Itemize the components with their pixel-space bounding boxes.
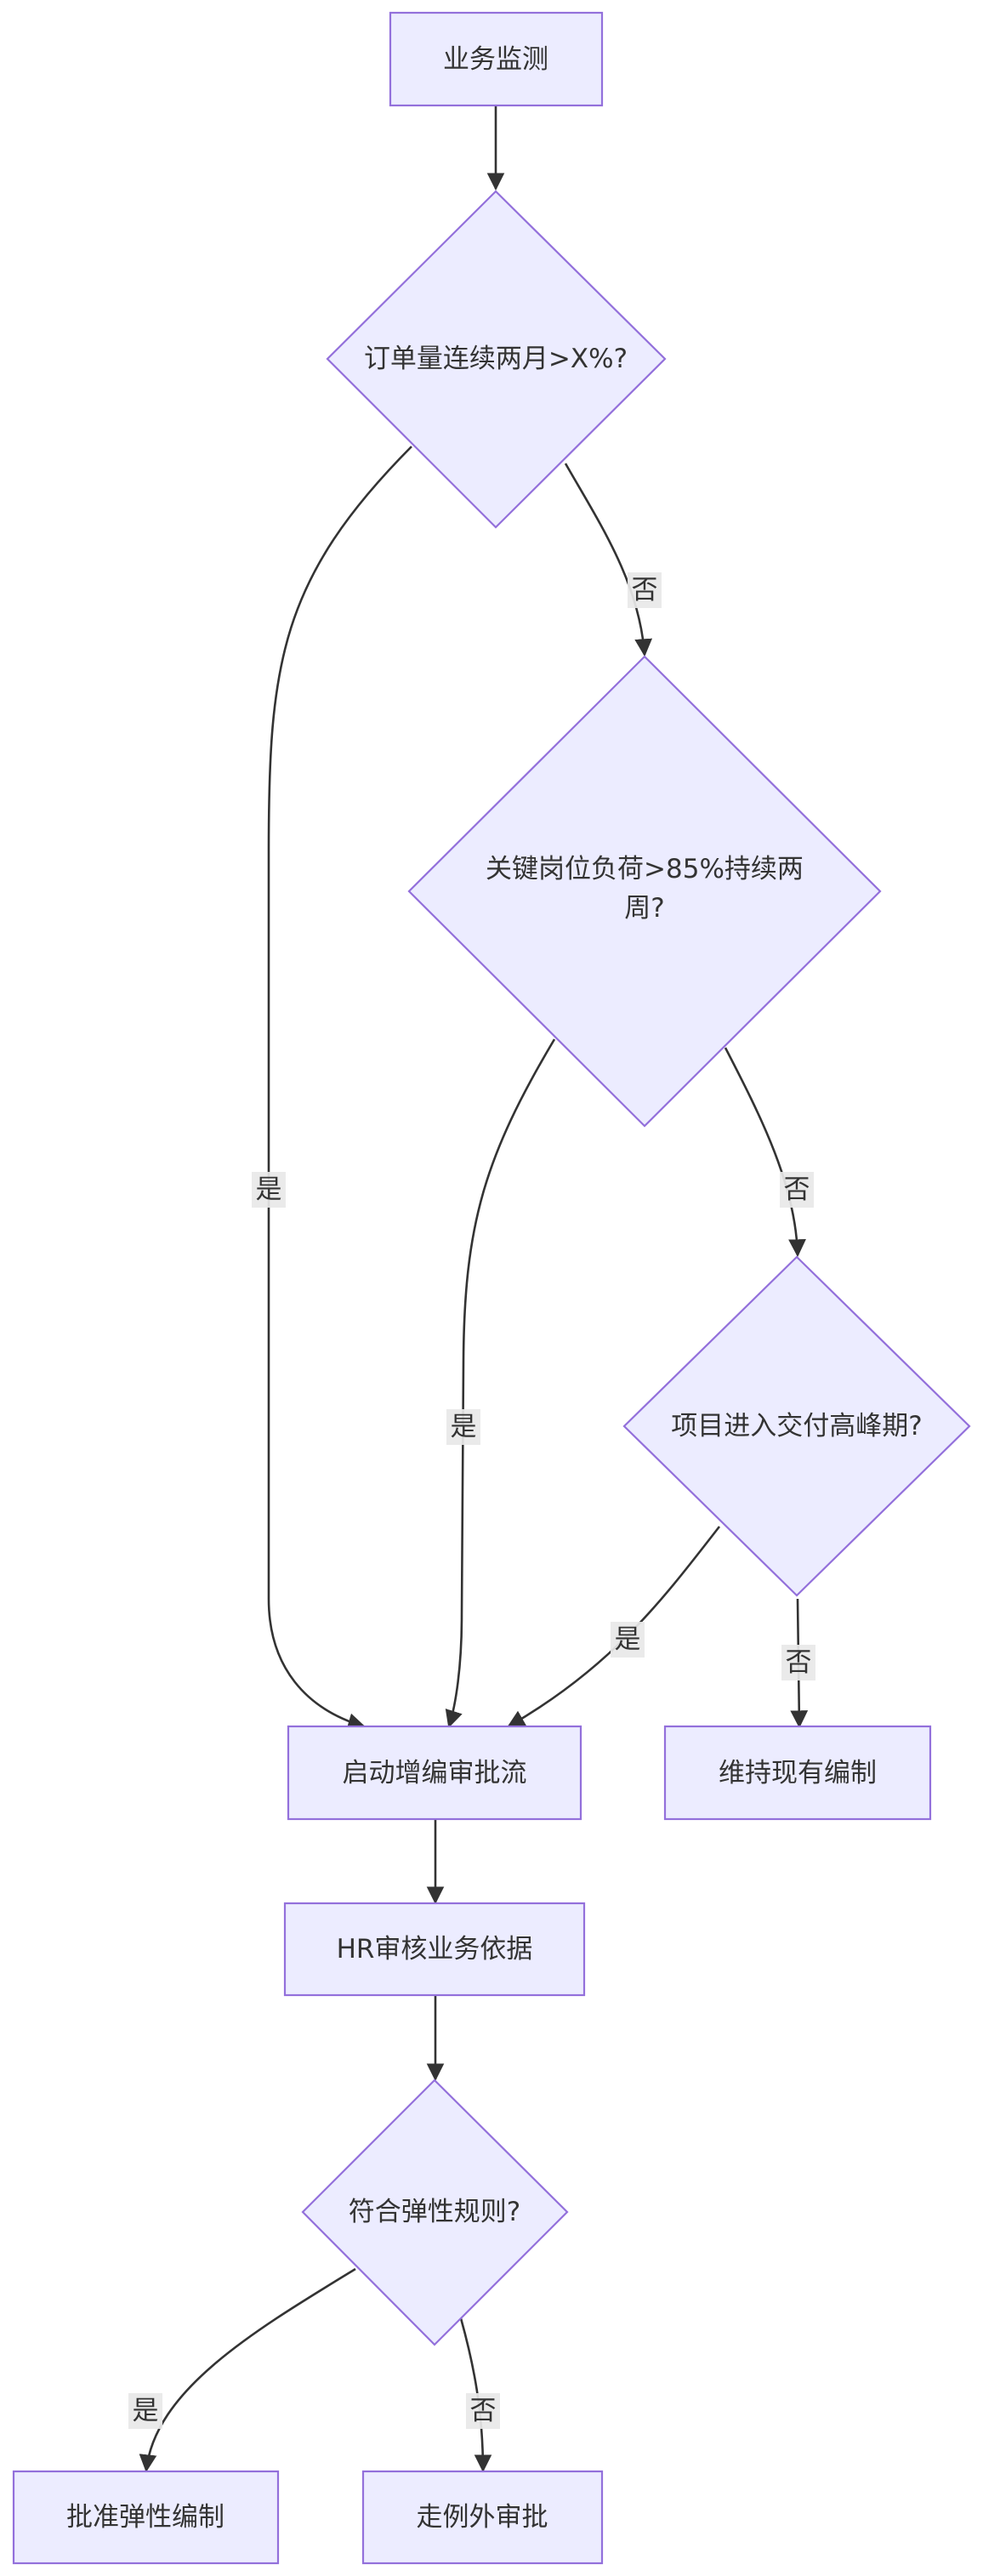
node-approve-flex-label: 批准弹性编制	[66, 2502, 224, 2533]
node-hr-review-label: HR审核业务依据	[337, 1934, 533, 1965]
edge-label-order-yes-text: 是	[256, 1174, 282, 1205]
edge-order-check-yes	[267, 446, 412, 1731]
edge-label-order-no: 否	[628, 572, 662, 608]
node-rule-check: 符合弹性规则?	[301, 2078, 569, 2346]
edge-label-load-no-text: 否	[784, 1174, 810, 1205]
edge-label-peak-no: 否	[781, 1645, 815, 1680]
node-order-check: 订单量连续两月>X%?	[326, 190, 667, 529]
node-keep-current: 维持现有编制	[663, 1725, 932, 1821]
edge-load-check-yes	[445, 1038, 556, 1728]
edge-label-load-no: 否	[780, 1172, 814, 1208]
edge-rule-check-yes	[139, 2267, 356, 2473]
node-load-check-label-line1: 关键岗位负荷>85%持续两	[486, 854, 804, 884]
edge-label-load-yes-text: 是	[451, 1412, 477, 1442]
node-exception-approval: 走例外审批	[361, 2470, 604, 2565]
edge-label-rule-no: 否	[466, 2393, 500, 2429]
edge-labels: 是 否 是 否 是 否 是 否	[128, 572, 815, 2429]
node-monitor-label: 业务监测	[443, 44, 548, 75]
edge-load-check-no	[724, 1047, 806, 1258]
node-order-check-label: 订单量连续两月>X%?	[364, 344, 628, 374]
edge-label-rule-yes: 是	[128, 2393, 162, 2429]
edge-label-peak-yes: 是	[611, 1622, 645, 1658]
node-rule-check-label: 符合弹性规则?	[349, 2197, 520, 2227]
edge-label-peak-no-text: 否	[786, 1647, 812, 1678]
edge-label-load-yes: 是	[446, 1409, 480, 1445]
node-load-check-label-line2: 周?	[624, 893, 664, 924]
node-hr-review: HR审核业务依据	[283, 1902, 586, 1997]
node-keep-current-label: 维持现有编制	[719, 1758, 877, 1788]
node-start-approval-label: 启动增编审批流	[343, 1758, 527, 1788]
node-approve-flex: 批准弹性编制	[12, 2470, 280, 2565]
node-peak-check-label: 项目进入交付高峰期?	[671, 1411, 922, 1442]
edge-order-check-no	[564, 463, 653, 657]
node-exception-approval-label: 走例外审批	[417, 2502, 548, 2533]
edge-label-order-no-text: 否	[632, 575, 658, 606]
edge-rule-check-no	[459, 2317, 492, 2473]
node-monitor: 业务监测	[389, 11, 604, 107]
node-start-approval: 启动增编审批流	[287, 1725, 582, 1821]
edge-label-peak-yes-text: 是	[615, 1624, 641, 1655]
edge-label-rule-yes-text: 是	[133, 2396, 159, 2426]
node-peak-check: 项目进入交付高峰期?	[622, 1255, 971, 1597]
nodes: 业务监测 订单量连续两月>X%? 关键岗位负荷>85%持续两 周? 项目进入交付…	[12, 11, 971, 2565]
node-load-check: 关键岗位负荷>85%持续两 周?	[407, 655, 882, 1128]
edge-label-order-yes: 是	[252, 1172, 286, 1208]
edge-label-rule-no-text: 否	[470, 2396, 497, 2426]
